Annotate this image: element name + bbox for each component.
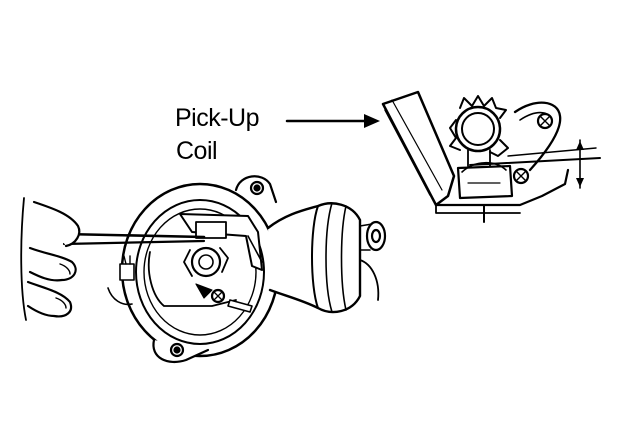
callout-label-coil: Coil (176, 137, 218, 165)
pickup-coil-detail (381, 90, 601, 223)
distributor-assembly (107, 175, 387, 364)
callout-arrow (285, 114, 380, 128)
callout-label-pickup: Pick-Up (175, 104, 260, 132)
hand-feeler-gauge (20, 197, 206, 321)
